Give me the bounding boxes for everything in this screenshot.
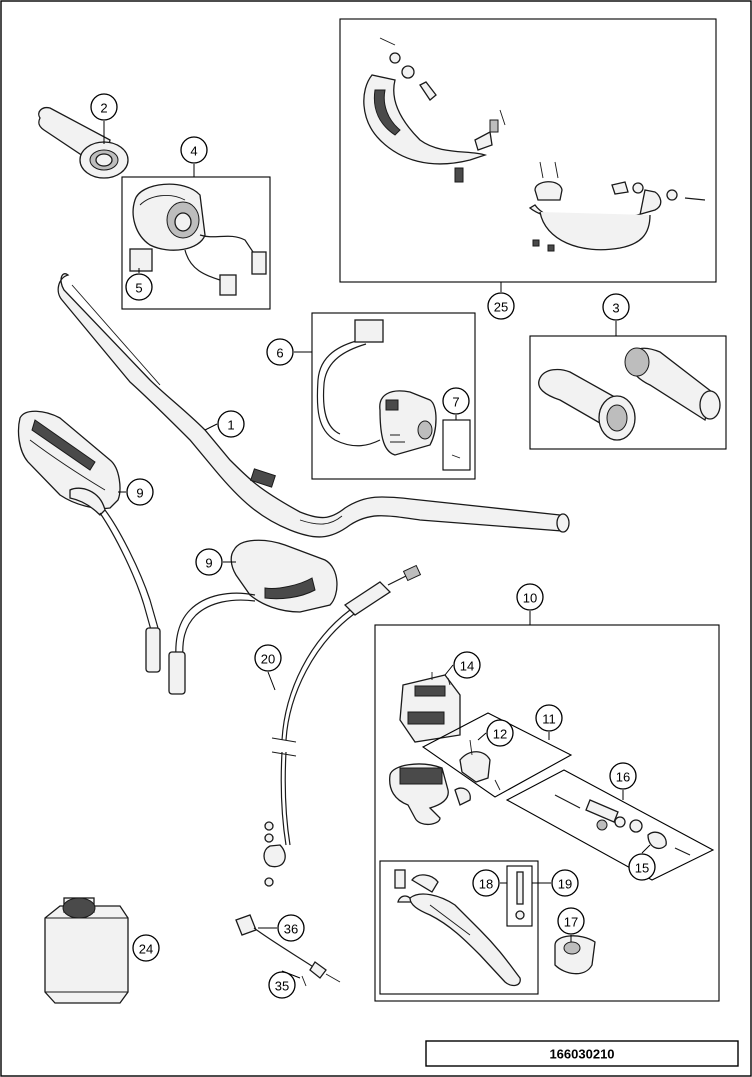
callout-24-label: 24 [139, 942, 153, 957]
box-piston-kit [505, 769, 715, 881]
callout-19-label: 19 [558, 877, 572, 892]
callout-11: 11 [535, 704, 563, 732]
callout-2-label: 2 [100, 101, 107, 116]
master-cylinder-part [389, 763, 471, 826]
mirror-left-part [17, 410, 161, 673]
box-lever [379, 860, 539, 995]
callout-11-label: 11 [542, 712, 556, 727]
callout-10-label: 10 [523, 591, 537, 606]
callout-16-label: 16 [616, 770, 630, 785]
callout-20-label: 20 [261, 652, 275, 667]
callout-14-label: 14 [460, 659, 474, 674]
leader-lines [103, 121, 651, 979]
callout-3-label: 3 [612, 301, 619, 316]
callout-2: 2 [90, 93, 118, 121]
box-switch-screws [442, 419, 471, 471]
callout-19: 19 [551, 869, 579, 897]
drawing-number-box: 166030210 [425, 1040, 739, 1067]
callout-9-right-label: 9 [205, 556, 212, 571]
box-throttle-housing [121, 176, 271, 310]
callout-18: 18 [472, 869, 500, 897]
callout-10: 10 [516, 583, 544, 611]
callout-25-label: 25 [494, 300, 508, 315]
callout-18-label: 18 [479, 877, 493, 892]
box-grip-set [529, 335, 727, 450]
callout-4-label: 4 [190, 144, 197, 159]
callout-7: 7 [442, 387, 470, 415]
oil-bottle-part [44, 897, 129, 1004]
grip-set-part [538, 347, 721, 441]
switch-unit-part [316, 319, 461, 459]
hand-guard-right-part [528, 161, 706, 252]
callout-3: 3 [602, 293, 630, 321]
box-switch-unit [311, 312, 476, 480]
box-clutch-assembly [374, 624, 720, 1002]
callout-17-label: 17 [564, 915, 578, 930]
mirror-right-part [168, 539, 338, 695]
clutch-cable-part [263, 564, 422, 887]
drawing-number: 166030210 [549, 1047, 614, 1062]
callouts: 1 2 3 4 5 6 7 9 9 10 11 12 14 15 16 17 1… [90, 93, 656, 999]
callout-1: 1 [217, 410, 245, 438]
clutch-reservoir-cover-part [399, 672, 461, 743]
clamp-part [459, 739, 501, 791]
clutch-switch-part [235, 914, 341, 987]
pin-part [515, 871, 525, 920]
clutch-lever-part [394, 869, 521, 987]
callout-5-label: 5 [135, 281, 142, 296]
callout-15: 15 [628, 853, 656, 881]
callout-7-label: 7 [452, 395, 459, 410]
grip-part [38, 106, 129, 179]
callout-12: 12 [486, 719, 514, 747]
callout-9-left-label: 9 [136, 486, 143, 501]
callout-25: 25 [487, 292, 515, 320]
box-bracket-kit [421, 712, 573, 798]
callout-35: 35 [268, 971, 296, 999]
callout-35-label: 35 [275, 979, 289, 994]
hand-guard-left-part [363, 37, 506, 183]
callout-9-left: 9 [126, 478, 154, 506]
callout-5: 5 [125, 273, 153, 301]
callout-14: 14 [453, 651, 481, 679]
lever-cover-part [554, 935, 596, 975]
throttle-housing-part [129, 183, 267, 296]
callout-4: 4 [180, 136, 208, 164]
callout-17: 17 [557, 907, 585, 935]
box-hand-guards [339, 18, 717, 283]
callout-24: 24 [132, 934, 160, 962]
callout-9-right: 9 [195, 548, 223, 576]
callout-1-label: 1 [227, 418, 234, 433]
box-pin [506, 865, 533, 927]
callout-12-label: 12 [493, 727, 507, 742]
callout-20: 20 [254, 644, 282, 672]
callout-6: 6 [266, 338, 294, 366]
callout-36: 36 [277, 914, 305, 942]
piston-kit-part [554, 794, 691, 856]
callout-6-label: 6 [276, 346, 283, 361]
callout-36-label: 36 [284, 922, 298, 937]
handlebar-part [57, 273, 570, 538]
callout-16: 16 [609, 762, 637, 790]
callout-15-label: 15 [635, 861, 649, 876]
